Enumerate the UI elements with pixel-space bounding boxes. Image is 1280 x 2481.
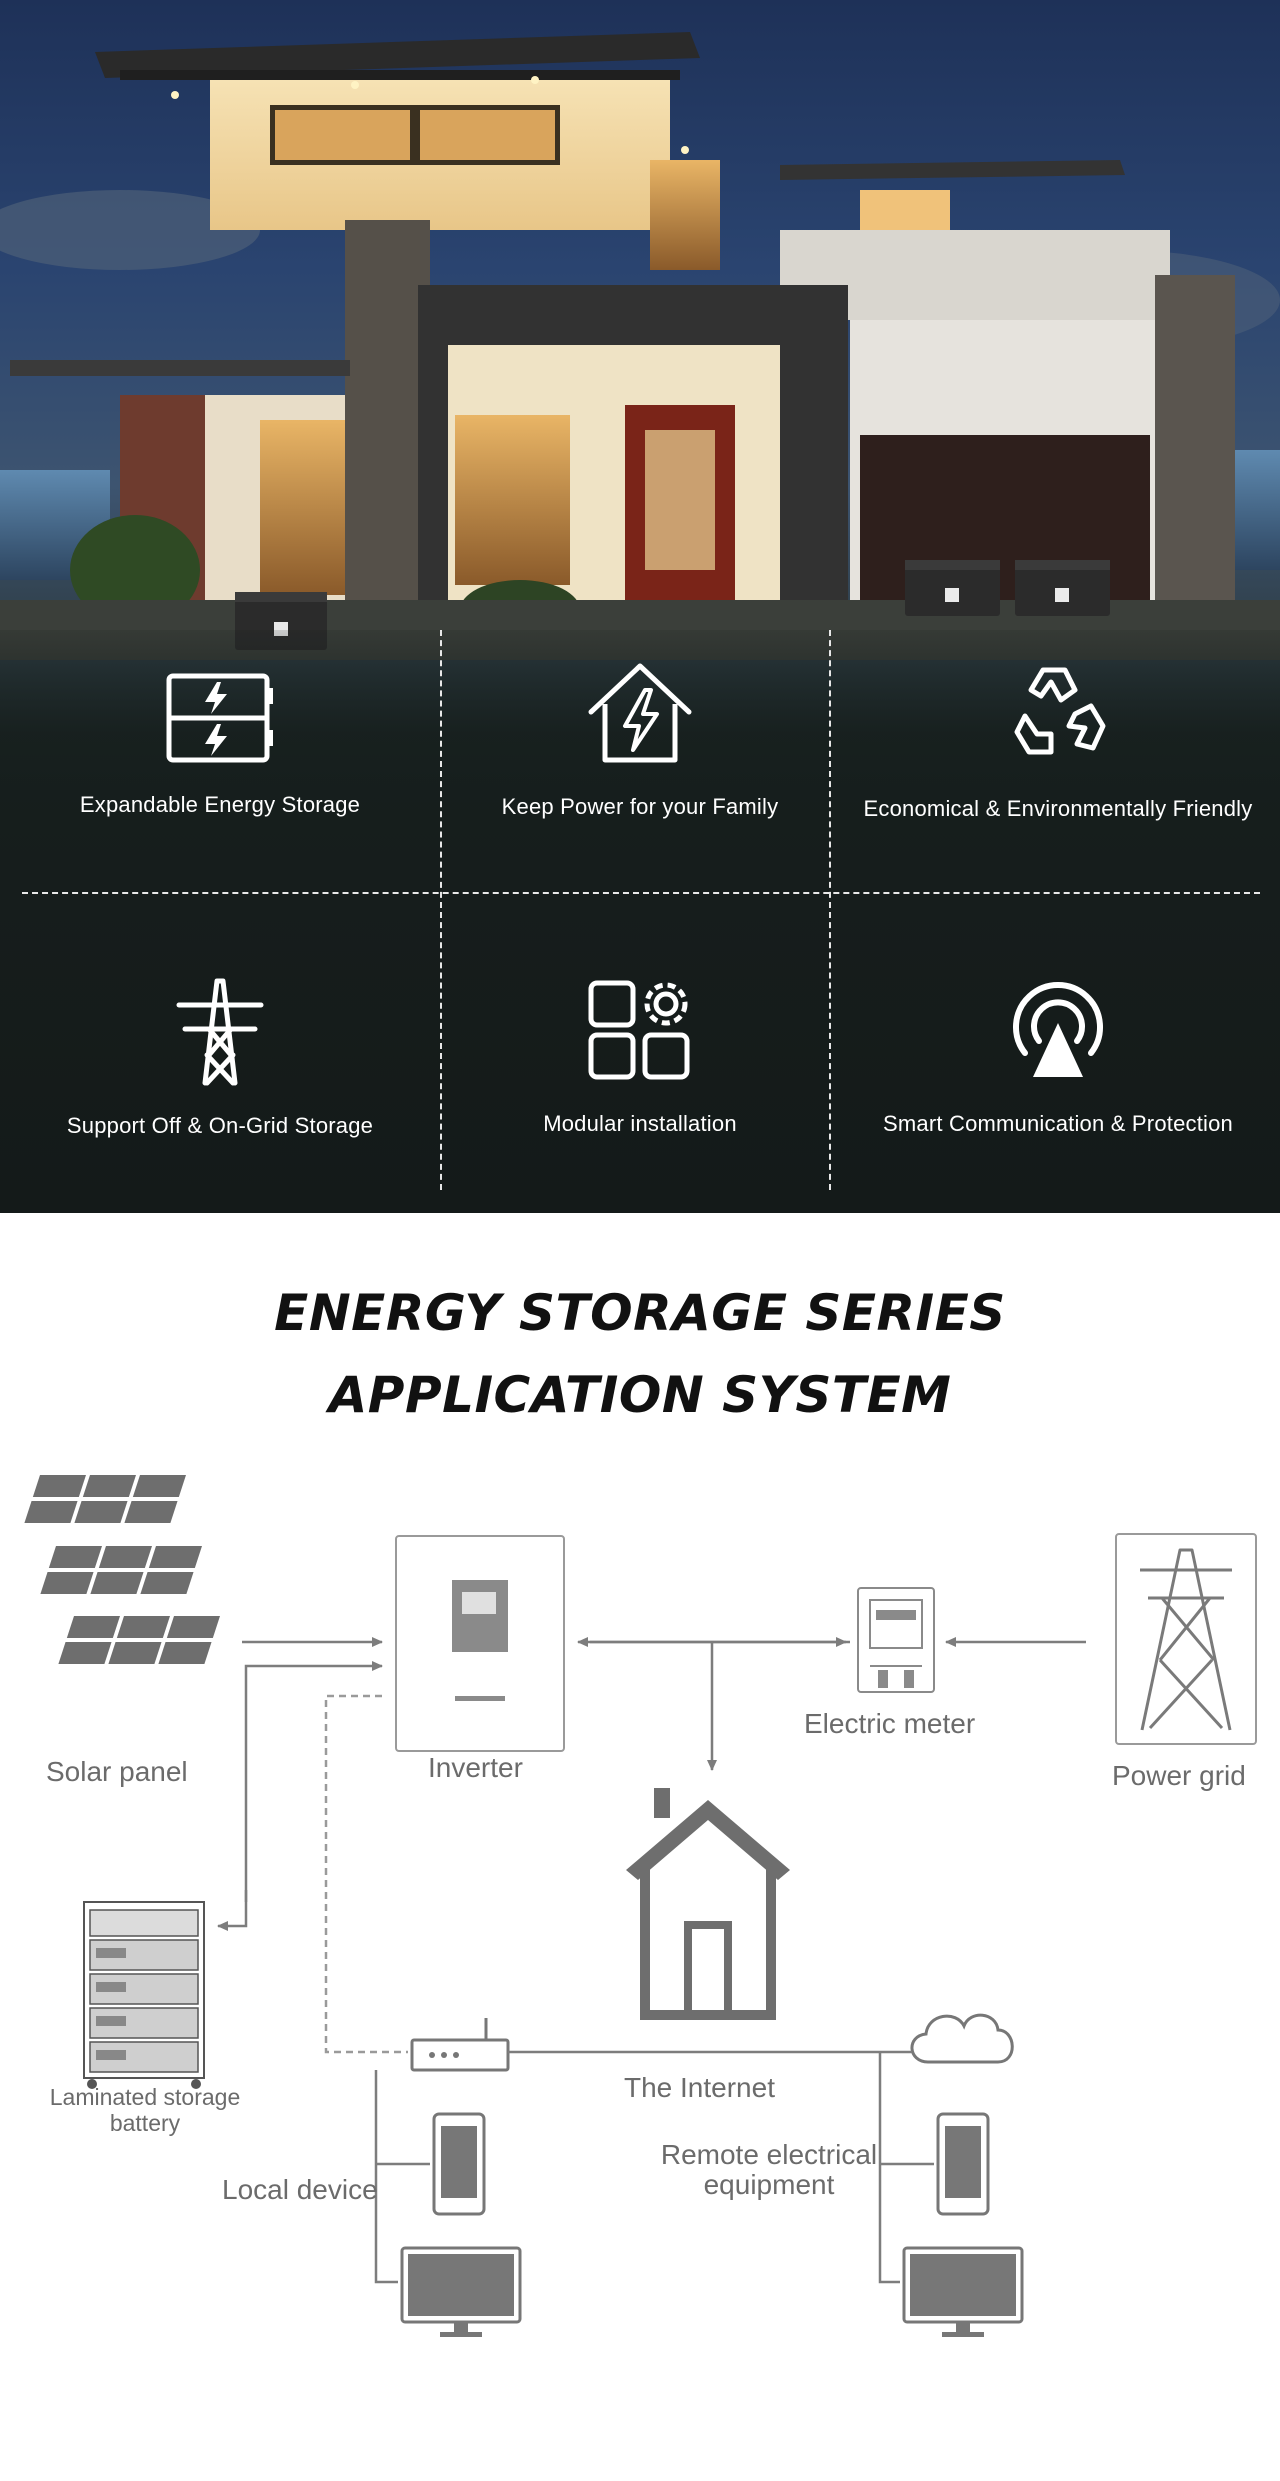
feature-label: Smart Communication & Protection <box>883 1111 1233 1136</box>
house-icon <box>626 1788 790 2020</box>
grid-divider <box>829 630 831 1190</box>
house-photo <box>0 32 1280 660</box>
battery-unit <box>905 560 1000 616</box>
feature-economical: Economical & Environmentally Friendly <box>858 660 1258 822</box>
feature-keep-power: Keep Power for your Family <box>440 660 840 820</box>
feature-label: Economical & Environmentally Friendly <box>863 796 1253 821</box>
feature-grid: Expandable Energy Storage Keep Power for… <box>0 630 1280 1213</box>
feature-expandable-storage: Expandable Energy Storage <box>20 670 420 818</box>
power-grid-label: Power grid <box>1112 1760 1246 1791</box>
local-device-label: Local device <box>222 2174 378 2205</box>
diagram-graphics <box>24 1475 1257 2337</box>
local-monitor-icon <box>400 2246 522 2337</box>
inverter-icon <box>395 1535 565 1752</box>
solar-panel-icon <box>24 1475 220 1664</box>
solar-panel-label: Solar panel <box>46 1756 188 1787</box>
internet-label: The Internet <box>624 2072 775 2103</box>
battery-icon <box>166 673 273 763</box>
electric-meter-label: Electric meter <box>804 1708 976 1739</box>
hero-banner: Expandable Energy Storage Keep Power for… <box>0 0 1280 1213</box>
feature-label: Keep Power for your Family <box>501 794 779 819</box>
remote-monitor-icon <box>902 2246 1024 2337</box>
battery-label-line1: Laminated storage <box>49 2084 241 2110</box>
communication-line <box>324 1694 408 2054</box>
connection-lines <box>217 1637 1086 2284</box>
remote-phone-icon <box>936 2112 990 2216</box>
router-icon <box>410 2018 510 2072</box>
feature-smart-communication: Smart Communication & Protection <box>858 975 1258 1137</box>
cloud-icon <box>910 2013 1014 2064</box>
feature-off-on-grid: Support Off & On-Grid Storage <box>20 975 420 1139</box>
battery-label: Laminated storage battery <box>40 2084 250 2136</box>
power-tower-icon <box>176 978 264 1086</box>
battery-unit <box>1015 560 1110 616</box>
grid-divider <box>440 630 442 1190</box>
house-lightning-icon <box>588 663 692 763</box>
section-title-line1: ENERGY STORAGE SERIES <box>274 1284 1006 1342</box>
feature-label: Modular installation <box>543 1111 737 1136</box>
laminated-storage-battery-icon <box>83 1901 205 2089</box>
feature-modular: Modular installation <box>440 975 840 1137</box>
modules-gear-icon <box>588 980 690 1080</box>
signal-icon <box>1013 982 1103 1077</box>
inverter-label: Inverter <box>428 1752 523 1783</box>
feature-label: Expandable Energy Storage <box>79 792 361 817</box>
power-grid-icon <box>1115 1533 1257 1745</box>
remote-label-line1: Remote electrical <box>660 2139 878 2170</box>
recycle-icon <box>1014 667 1106 755</box>
local-phone-icon <box>432 2112 486 2216</box>
battery-label-line2: battery <box>109 2110 181 2136</box>
section-title-line2: APPLICATION SYSTEM <box>328 1366 952 1424</box>
grid-divider <box>22 892 1260 894</box>
electric-meter-icon <box>857 1587 935 1693</box>
remote-label-line2: equipment <box>703 2169 835 2200</box>
remote-equipment-label: Remote electrical equipment <box>654 2140 884 2200</box>
application-system-diagram: Solar panel Inverter Electric meter Powe… <box>0 1470 1280 2476</box>
feature-label: Support Off & On-Grid Storage <box>66 1113 374 1138</box>
